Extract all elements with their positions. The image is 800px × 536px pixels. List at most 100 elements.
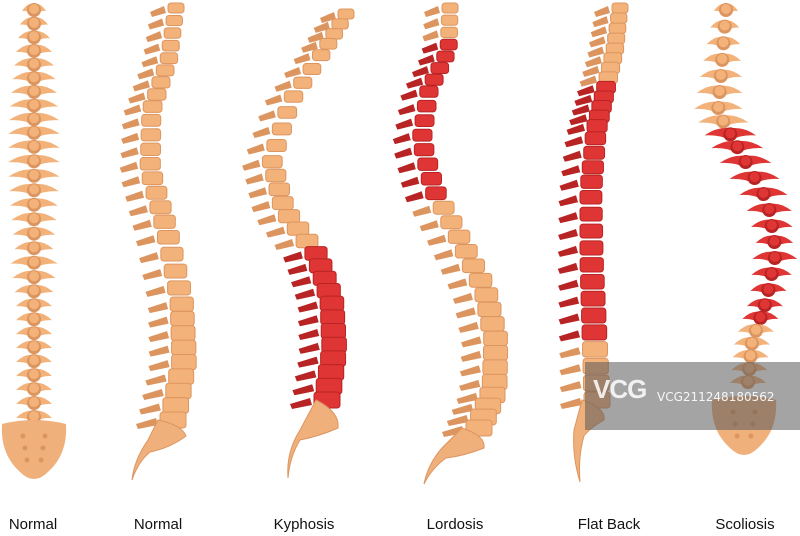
vertebral-body <box>139 157 161 171</box>
vertebra-core <box>766 268 777 278</box>
spinous-process <box>558 229 578 241</box>
vertebral-body <box>610 12 628 24</box>
spinous-process <box>242 159 261 171</box>
vertebral-body <box>417 157 439 171</box>
label-normal-side: Normal <box>133 516 183 533</box>
vertebra-core <box>746 337 757 348</box>
spinous-process <box>125 190 145 202</box>
vertebra-core <box>29 299 39 310</box>
spinous-process <box>394 147 413 159</box>
spinous-process <box>257 214 277 226</box>
vertebra-core <box>29 184 39 195</box>
vertebral-body <box>413 143 435 157</box>
spinous-process <box>251 201 271 213</box>
vertebral-body <box>277 209 301 224</box>
spinous-process <box>145 374 167 386</box>
spinous-process <box>298 342 320 354</box>
sacrum-tail <box>287 399 339 479</box>
vertebral-body <box>142 100 163 113</box>
vertebral-body <box>447 229 471 244</box>
vertebral-body <box>159 52 179 65</box>
vertebral-body <box>304 246 328 261</box>
sacral-foramen <box>22 445 28 451</box>
spine-lordosis <box>392 2 509 485</box>
vertebral-body <box>579 257 604 273</box>
vertebral-body <box>582 341 609 358</box>
vertebra-core <box>29 355 39 366</box>
spinous-process <box>433 249 454 261</box>
vertebral-body <box>140 142 161 156</box>
spinous-process <box>148 316 169 328</box>
vertebral-body <box>161 39 180 52</box>
vertebra-core <box>764 204 775 214</box>
vertebral-body <box>436 50 455 63</box>
vertebra-core <box>29 126 39 137</box>
vertebral-body <box>171 339 197 356</box>
spinous-process <box>559 179 579 191</box>
spinous-process <box>274 239 295 251</box>
spinous-process <box>142 269 163 281</box>
watermark-id: VCG211248180562 <box>657 390 775 404</box>
vertebral-body <box>163 27 182 39</box>
spinous-process <box>406 77 424 89</box>
spinous-process <box>460 350 482 362</box>
vertebra-core <box>29 113 39 124</box>
spinous-process <box>148 331 170 343</box>
label-flat-back: Flat Back <box>577 516 641 533</box>
spinous-process <box>559 364 582 376</box>
vertebra-core <box>29 99 39 110</box>
vertebra-core <box>721 4 731 14</box>
vertebral-body <box>277 106 298 119</box>
spinous-process <box>245 173 264 185</box>
vertebra-core <box>759 299 770 310</box>
vertebra-core <box>29 31 39 42</box>
vertebra-core <box>29 198 39 209</box>
spinous-process <box>287 263 308 275</box>
vertebral-body <box>167 2 185 14</box>
vertebral-body <box>268 182 291 197</box>
vertebra-core <box>29 85 39 96</box>
vertebra-core <box>719 20 730 31</box>
spinous-process <box>294 288 316 300</box>
spinous-process <box>582 65 600 77</box>
vertebral-body <box>160 246 184 262</box>
vertebral-body <box>579 189 603 205</box>
vertebra-core <box>718 115 729 126</box>
spinous-process <box>397 162 416 174</box>
vertebral-body <box>140 128 162 142</box>
vertebra-core <box>29 155 39 166</box>
label-normal-front: Normal <box>8 516 58 533</box>
vertebra-core <box>29 213 39 224</box>
spinous-process <box>141 56 159 68</box>
vertebral-body <box>581 307 607 324</box>
spinous-process <box>421 42 439 54</box>
vertebral-body <box>170 310 195 327</box>
spinous-process <box>400 176 420 188</box>
spinous-process <box>121 118 140 130</box>
spinous-process <box>559 381 582 393</box>
spinous-process <box>292 384 315 396</box>
vertebral-body <box>149 200 172 215</box>
spinous-process <box>320 12 336 23</box>
sacral-foramen <box>748 433 754 439</box>
spinous-process <box>589 36 606 48</box>
vertebral-body <box>325 28 344 40</box>
spinous-process <box>564 136 584 148</box>
spinous-process <box>447 278 468 290</box>
spinous-process <box>274 80 292 92</box>
vertebra-core <box>769 236 780 246</box>
vertebral-body <box>586 119 608 133</box>
spinous-process <box>147 302 169 314</box>
spinous-process <box>135 235 156 247</box>
vertebra-core <box>714 86 725 96</box>
spinous-process <box>559 347 581 359</box>
spinous-process <box>294 370 317 382</box>
spinous-process <box>291 276 312 288</box>
vertebra-core <box>29 169 39 180</box>
spinous-process <box>594 6 610 17</box>
sacral-foramen <box>20 433 26 439</box>
spinous-process <box>301 41 318 53</box>
vertebral-body <box>440 14 459 26</box>
spinous-process <box>246 143 265 155</box>
spinous-process <box>121 132 140 144</box>
